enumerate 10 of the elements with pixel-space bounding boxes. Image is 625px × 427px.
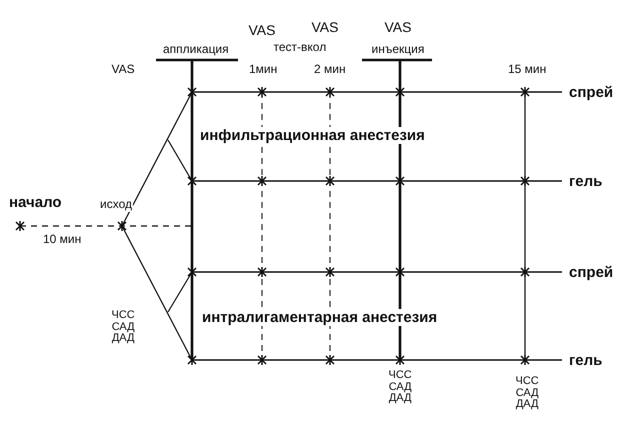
row-label: спрей xyxy=(568,264,614,281)
row-label: интралигаментарная анестезия xyxy=(201,308,438,326)
row-label: спрей xyxy=(568,84,614,101)
measure-list: ЧСС САД ДАД xyxy=(112,310,135,345)
scale-label: VAS xyxy=(384,19,412,36)
measure-list: ЧСС САД ДАД xyxy=(516,376,539,411)
scale-label: VAS xyxy=(248,22,276,38)
scale-label: VAS xyxy=(312,19,338,36)
row-label: инфильтрационная анестезия xyxy=(199,126,426,144)
measure-list: ЧСС САД ДАД xyxy=(388,370,412,405)
